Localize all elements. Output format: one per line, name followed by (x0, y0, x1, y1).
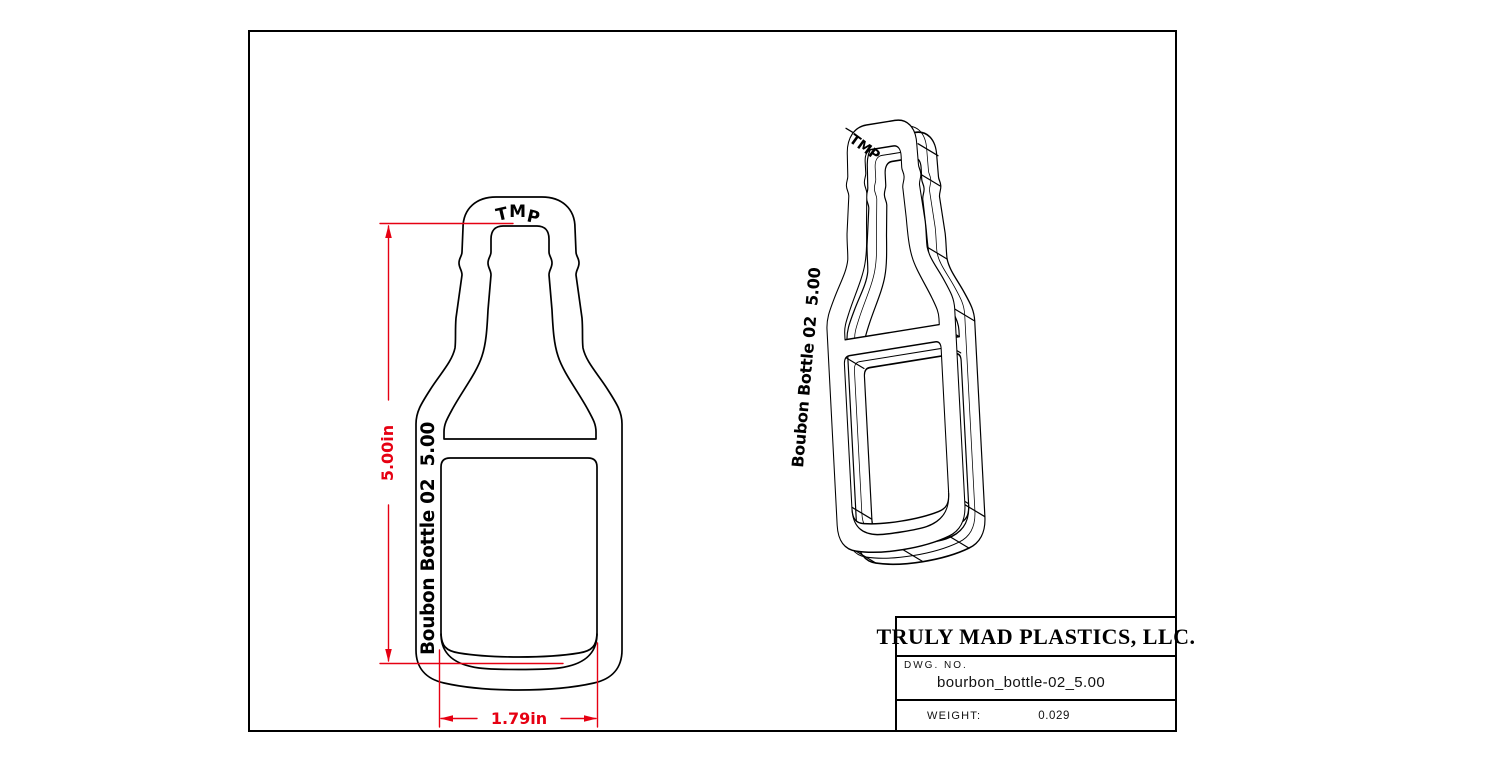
drawing-border-frame (248, 30, 1177, 732)
isometric-view: TMP Boubon Bottle 02 5.00 (788, 111, 988, 573)
title-block: TRULY MAD PLASTICS, LLC. DWG. NO. bourbo… (876, 616, 1195, 732)
weight-label: WEIGHT: (927, 709, 982, 722)
weight-value: 0.029 (1038, 709, 1071, 722)
front-stamp-side-text: Boubon Bottle 02 5.00 (418, 422, 439, 655)
iso-front-face (816, 111, 968, 561)
front-bottle-outline (415, 196, 623, 691)
dimension-arrows (385, 225, 597, 722)
iso-stamp-side-text: Boubon Bottle 02 5.00 (788, 267, 824, 469)
dwg-no-label: DWG. NO. (904, 660, 968, 671)
dwg-no-row: DWG. NO. bourbon_bottle-02_5.00 (897, 657, 1175, 701)
company-name: TRULY MAD PLASTICS, LLC. (876, 618, 1195, 657)
weight-row: WEIGHT: 0.029 (897, 701, 1175, 730)
dwg-no-value: bourbon_bottle-02_5.00 (937, 674, 1106, 691)
dimension-width-label: 1.79in (491, 709, 547, 728)
front-view: TMP Boubon Bottle 02 5.00 5.00in 1.79in (378, 196, 623, 728)
dimension-height-label: 5.00in (378, 425, 397, 481)
